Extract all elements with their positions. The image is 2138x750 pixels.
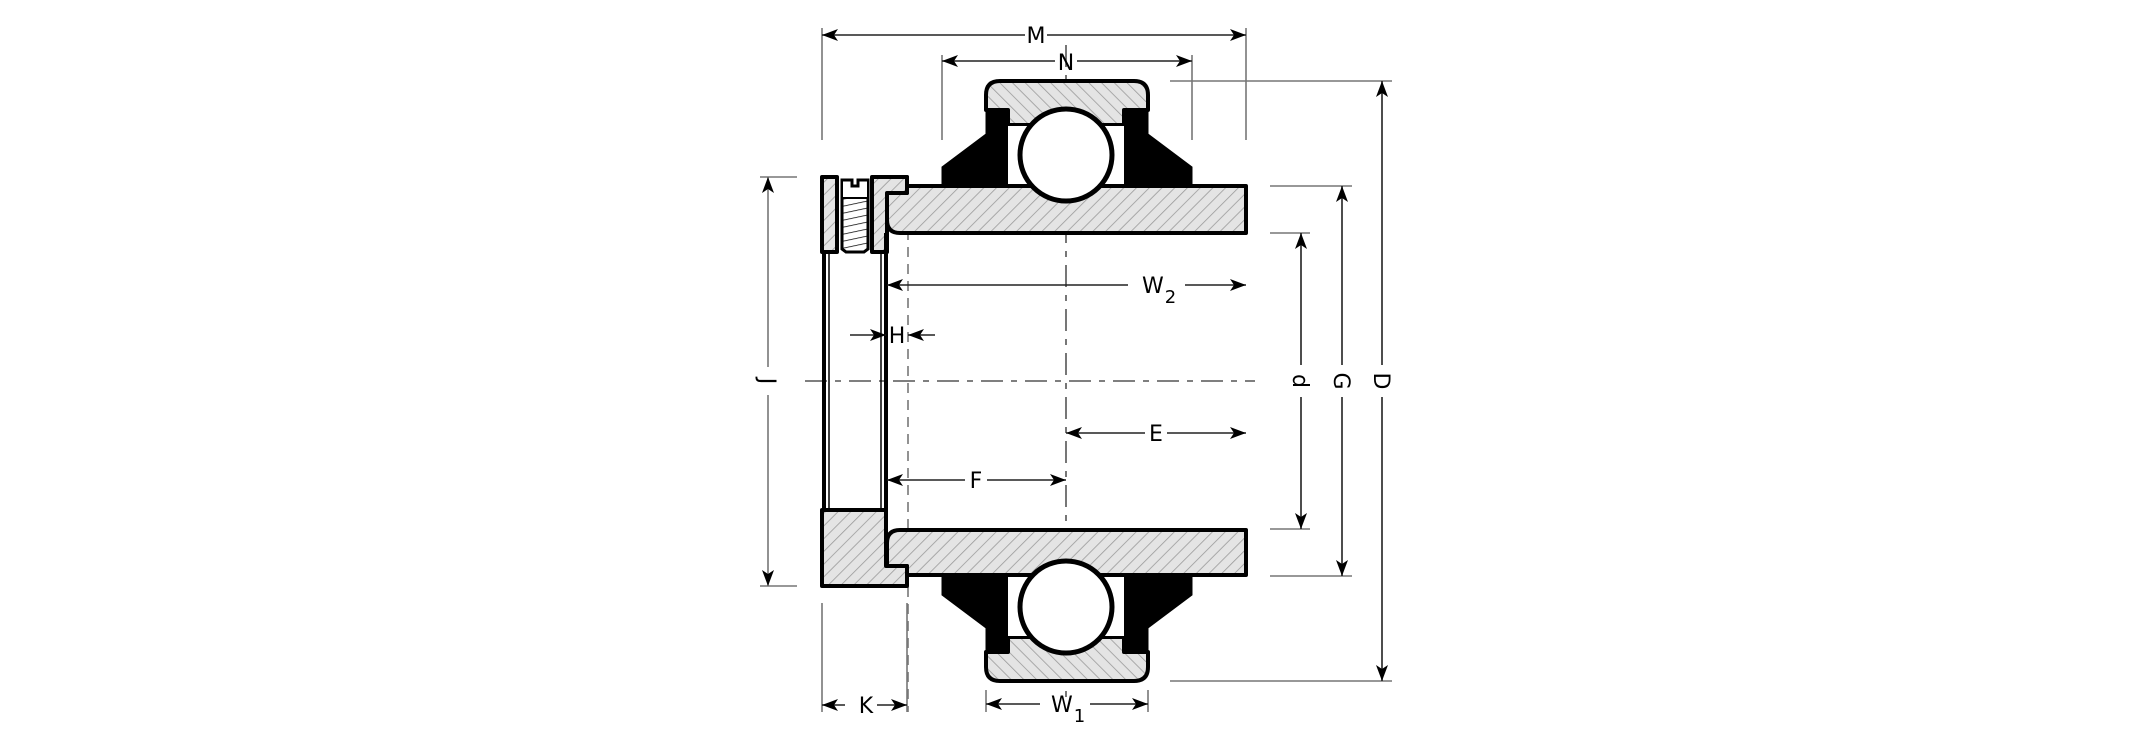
label-d: d (1287, 374, 1312, 388)
ball-bottom (1017, 558, 1115, 656)
dimension-H: H (850, 324, 935, 349)
dimension-J: J (754, 177, 779, 586)
dimension-G: G (1328, 186, 1353, 576)
label-F: F (970, 469, 983, 494)
locking-collar (820, 175, 909, 588)
label-W2: W2 (1142, 274, 1176, 308)
label-J: J (754, 376, 779, 385)
dimension-F: F (887, 469, 1066, 494)
label-K: K (859, 694, 874, 719)
label-W1: W1 (1051, 693, 1085, 727)
label-D: D (1368, 373, 1393, 390)
dimension-E: E (1066, 422, 1246, 447)
dimension-N: N (942, 51, 1192, 76)
seal-right-top (1123, 109, 1193, 187)
label-N: N (1058, 51, 1074, 76)
dimension-d: d (1287, 233, 1312, 529)
ball-top (1017, 106, 1115, 204)
dimension-M: M (822, 24, 1246, 49)
dimension-W1: W1 (986, 693, 1148, 727)
label-M: M (1027, 24, 1046, 49)
label-H: H (889, 324, 906, 349)
dimension-K: K (822, 694, 907, 719)
dimension-W2: W2 (887, 274, 1246, 308)
dimension-D: D (1368, 81, 1393, 681)
label-E: E (1149, 422, 1163, 447)
seal-right-bottom (1123, 574, 1193, 653)
set-screw (840, 178, 870, 254)
seal-left-top (941, 109, 1009, 187)
label-G: G (1328, 372, 1353, 389)
seal-left-bottom (941, 574, 1009, 653)
